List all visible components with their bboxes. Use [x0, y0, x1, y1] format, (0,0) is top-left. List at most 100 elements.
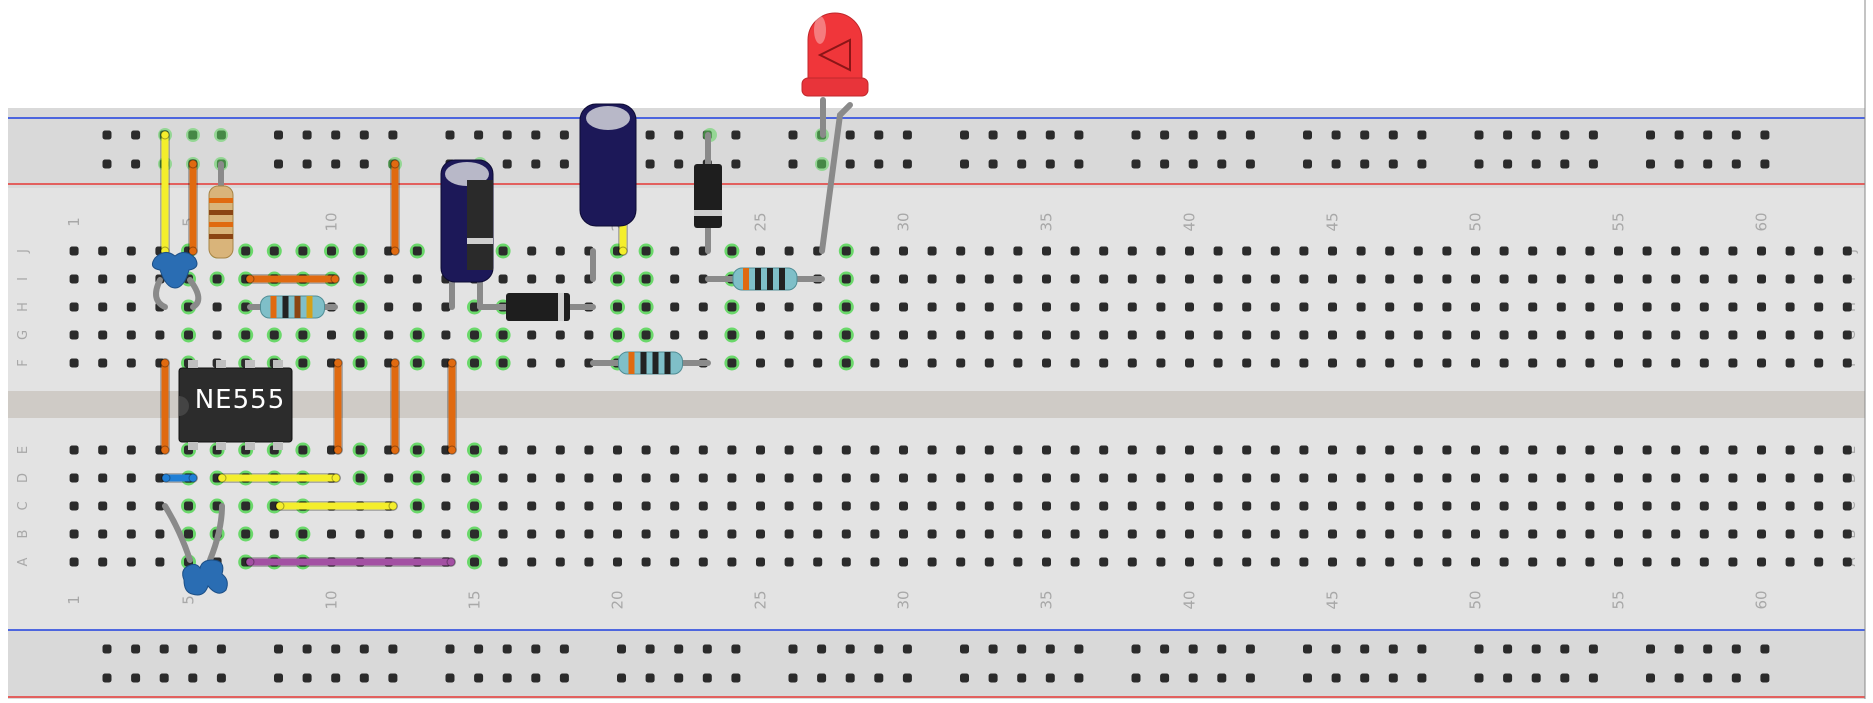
hole	[302, 159, 312, 169]
hole	[1303, 130, 1312, 140]
hole	[1614, 302, 1623, 312]
hole	[327, 358, 336, 368]
hole	[1699, 358, 1709, 368]
hole	[617, 644, 626, 654]
hole	[474, 130, 484, 140]
hole	[69, 529, 79, 539]
hole	[1642, 557, 1652, 567]
hole	[641, 445, 651, 455]
diode-horizontal[interactable]	[506, 293, 570, 321]
hole	[641, 501, 651, 511]
hole	[874, 644, 884, 654]
hole	[1614, 529, 1623, 539]
hole	[960, 644, 969, 654]
hole	[1188, 673, 1198, 683]
hole	[498, 529, 508, 539]
hole	[1413, 529, 1423, 539]
hole	[555, 274, 565, 284]
hole	[1356, 274, 1366, 284]
hole	[1842, 501, 1852, 511]
electrolytic-capacitor-large-top	[586, 106, 630, 130]
hole	[1642, 246, 1652, 256]
hole	[1303, 159, 1312, 169]
hole	[1245, 673, 1255, 683]
hole	[1070, 473, 1080, 483]
hole	[1699, 445, 1709, 455]
hole	[441, 330, 451, 340]
hole	[1442, 529, 1452, 539]
hole	[1160, 673, 1170, 683]
hole	[1131, 130, 1141, 140]
jumper-wires[interactable]	[160, 130, 628, 567]
hole	[98, 501, 108, 511]
hole	[1328, 501, 1337, 511]
ceramic-capacitor-top[interactable]	[151, 252, 198, 289]
hole	[412, 274, 422, 284]
resistor-r3[interactable]	[618, 351, 683, 375]
hole	[670, 557, 680, 567]
hole	[531, 673, 541, 683]
hole	[902, 673, 912, 683]
hole	[555, 557, 565, 567]
hole	[1299, 246, 1309, 256]
hole	[1160, 159, 1170, 169]
hole	[1814, 529, 1824, 539]
hole	[1299, 473, 1309, 483]
components[interactable]	[151, 12, 869, 596]
ceramic-capacitor-bottom[interactable]	[182, 559, 228, 596]
hole	[1585, 330, 1595, 340]
resistor-r1[interactable]	[260, 295, 325, 319]
top-rail-strip	[8, 108, 1865, 188]
diode-vertical[interactable]	[694, 164, 722, 228]
resistor-r3-band	[652, 352, 659, 374]
hole	[1099, 302, 1109, 312]
wire-orange-end	[390, 445, 400, 455]
hole	[1270, 246, 1280, 256]
hole	[841, 557, 851, 567]
hole	[1299, 529, 1309, 539]
hole	[956, 473, 966, 483]
hole	[1385, 473, 1395, 483]
hole	[412, 302, 422, 312]
hole	[670, 529, 680, 539]
hole	[126, 246, 136, 256]
hole	[1503, 159, 1513, 169]
hole	[1270, 302, 1280, 312]
hole	[1013, 501, 1023, 511]
hole	[870, 501, 880, 511]
hole	[1185, 501, 1194, 511]
hole	[1217, 130, 1227, 140]
hole	[1127, 557, 1137, 567]
ne555-chip[interactable]: NE555	[178, 360, 293, 450]
hole	[1728, 473, 1738, 483]
hole	[1242, 330, 1252, 340]
hole	[126, 501, 136, 511]
hole	[1185, 473, 1194, 483]
electrolytic-capacitor-small-mark	[467, 238, 493, 244]
resistor-r2[interactable]	[732, 267, 798, 291]
hole	[1413, 358, 1423, 368]
red-led[interactable]	[807, 12, 863, 96]
hole	[1017, 159, 1027, 169]
hole	[102, 130, 112, 140]
hole	[1471, 473, 1480, 483]
hole	[1642, 501, 1652, 511]
hole	[188, 673, 198, 683]
hole	[902, 130, 912, 140]
hole	[69, 330, 79, 340]
hole	[555, 501, 565, 511]
hole	[1328, 330, 1337, 340]
hole	[1127, 330, 1137, 340]
hole	[641, 529, 651, 539]
hole	[1299, 501, 1309, 511]
hole	[298, 529, 308, 539]
hole	[1385, 246, 1395, 256]
hole	[241, 302, 251, 312]
electrolytic-capacitor-large[interactable]	[579, 103, 637, 227]
hole	[1270, 445, 1280, 455]
row-label-g: G	[16, 330, 31, 340]
hole	[1213, 330, 1223, 340]
hole	[817, 644, 827, 654]
hole	[184, 529, 193, 539]
hole	[126, 557, 136, 567]
